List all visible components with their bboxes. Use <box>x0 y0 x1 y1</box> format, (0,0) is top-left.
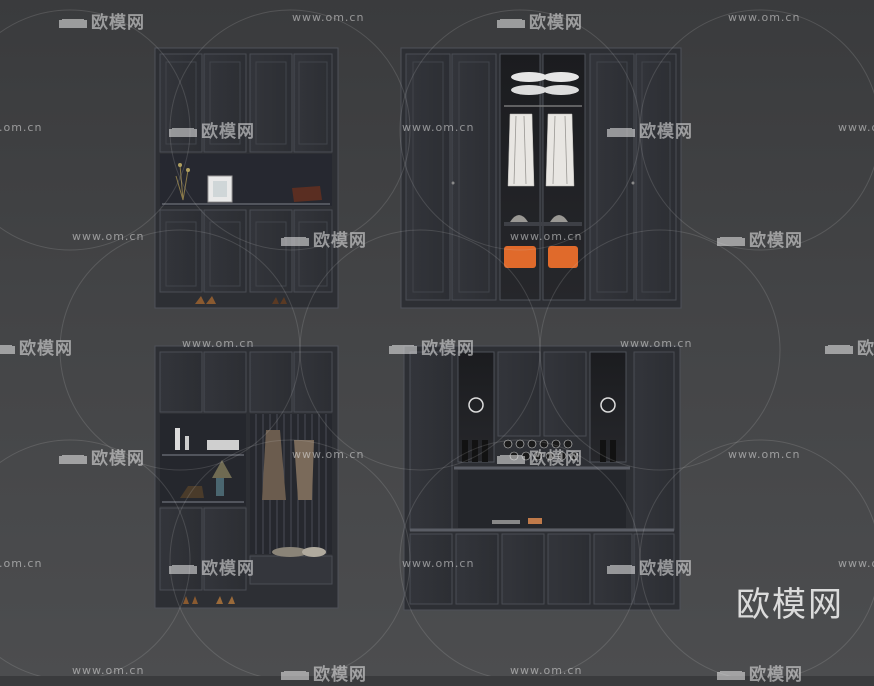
cabinet-winebar-bottom-right <box>403 345 681 611</box>
cabinet-wardrobe-top-right <box>400 47 682 309</box>
cabinet-hallway-bottom-left <box>154 345 339 609</box>
cabinet-entry-top-left <box>154 47 339 309</box>
